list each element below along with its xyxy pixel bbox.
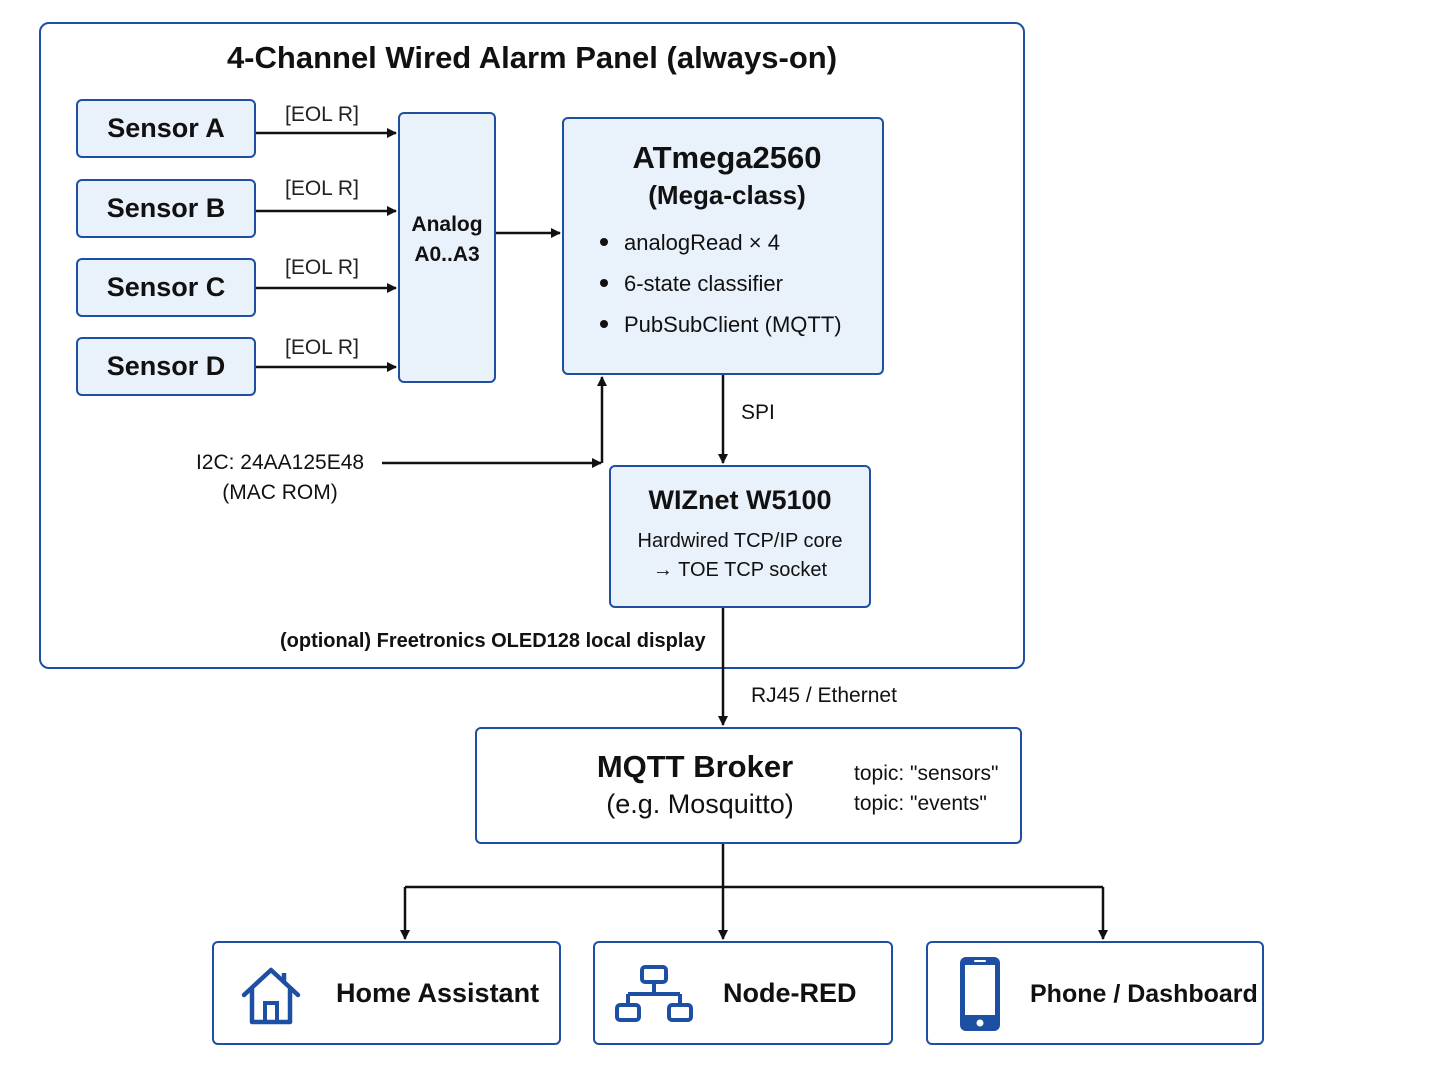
mcu-subtitle: (Mega-class) — [648, 180, 806, 210]
sensor-d-label: Sensor D — [106, 351, 226, 381]
ethernet-chip-box — [609, 465, 871, 608]
node-red-label: Node-RED — [723, 978, 857, 1008]
eol-label-b: [EOL R] — [285, 177, 359, 200]
broker-title: MQTT Broker — [596, 749, 794, 784]
panel-title: 4-Channel Wired Alarm Panel (always-on) — [226, 40, 838, 75]
broker-topic-events: topic: "events" — [854, 792, 987, 815]
i2c-label-line1: I2C: 24AA125E48 — [195, 451, 365, 474]
sensor-d-box: Sensor D — [76, 337, 256, 396]
ethernet-chip-line2: → TOE TCP socket — [652, 559, 828, 581]
sensor-a-label: Sensor A — [107, 113, 225, 143]
broker-topic-sensors: topic: "sensors" — [854, 762, 999, 785]
sensor-b-label: Sensor B — [106, 193, 226, 223]
home-assistant-box: Home Assistant — [212, 941, 561, 1045]
mcu-box — [562, 117, 884, 375]
home-icon — [241, 967, 301, 1025]
broker-subtitle: (e.g. Mosquitto) — [606, 789, 794, 819]
phone-dashboard-box: Phone / Dashboard — [926, 941, 1264, 1045]
ethernet-chip-line1: Hardwired TCP/IP core — [637, 530, 843, 552]
oled-note: (optional) Freetronics OLED128 local dis… — [280, 630, 706, 652]
sensor-a-box: Sensor A — [76, 99, 256, 158]
mqtt-broker-box — [475, 727, 1022, 844]
eol-label-a: [EOL R] — [285, 103, 359, 126]
ethernet-chip-title: WIZnet W5100 — [648, 485, 832, 515]
spi-label: SPI — [741, 401, 775, 424]
mcu-feature-list: analogRead × 4 6-state classifier PubSub… — [600, 226, 842, 349]
mcu-title: ATmega2560 — [632, 140, 822, 175]
i2c-label-line2: (MAC ROM) — [222, 481, 338, 504]
sensor-b-box: Sensor B — [76, 179, 256, 238]
flow-network-icon — [615, 965, 693, 1022]
ethernet-link-label: RJ45 / Ethernet — [751, 684, 897, 707]
analog-label-line2: A0..A3 — [414, 243, 480, 266]
bullet-icon — [600, 279, 608, 288]
node-red-box: Node-RED — [593, 941, 893, 1045]
mcu-feature-item: 6-state classifier — [600, 267, 842, 308]
eol-label-d: [EOL R] — [285, 336, 359, 359]
mcu-feature-item: PubSubClient (MQTT) — [600, 308, 842, 349]
analog-label-line1: Analog — [411, 213, 483, 236]
eol-label-c: [EOL R] — [285, 256, 359, 279]
sensor-c-box: Sensor C — [76, 258, 256, 317]
smartphone-icon — [960, 957, 1000, 1031]
home-assistant-label: Home Assistant — [336, 978, 540, 1008]
bullet-icon — [600, 238, 608, 247]
phone-dashboard-label: Phone / Dashboard — [1030, 980, 1258, 1008]
sensor-c-label: Sensor C — [106, 272, 226, 302]
mcu-feature-item: analogRead × 4 — [600, 226, 842, 267]
bullet-icon — [600, 320, 608, 329]
analog-input-box — [398, 112, 496, 383]
